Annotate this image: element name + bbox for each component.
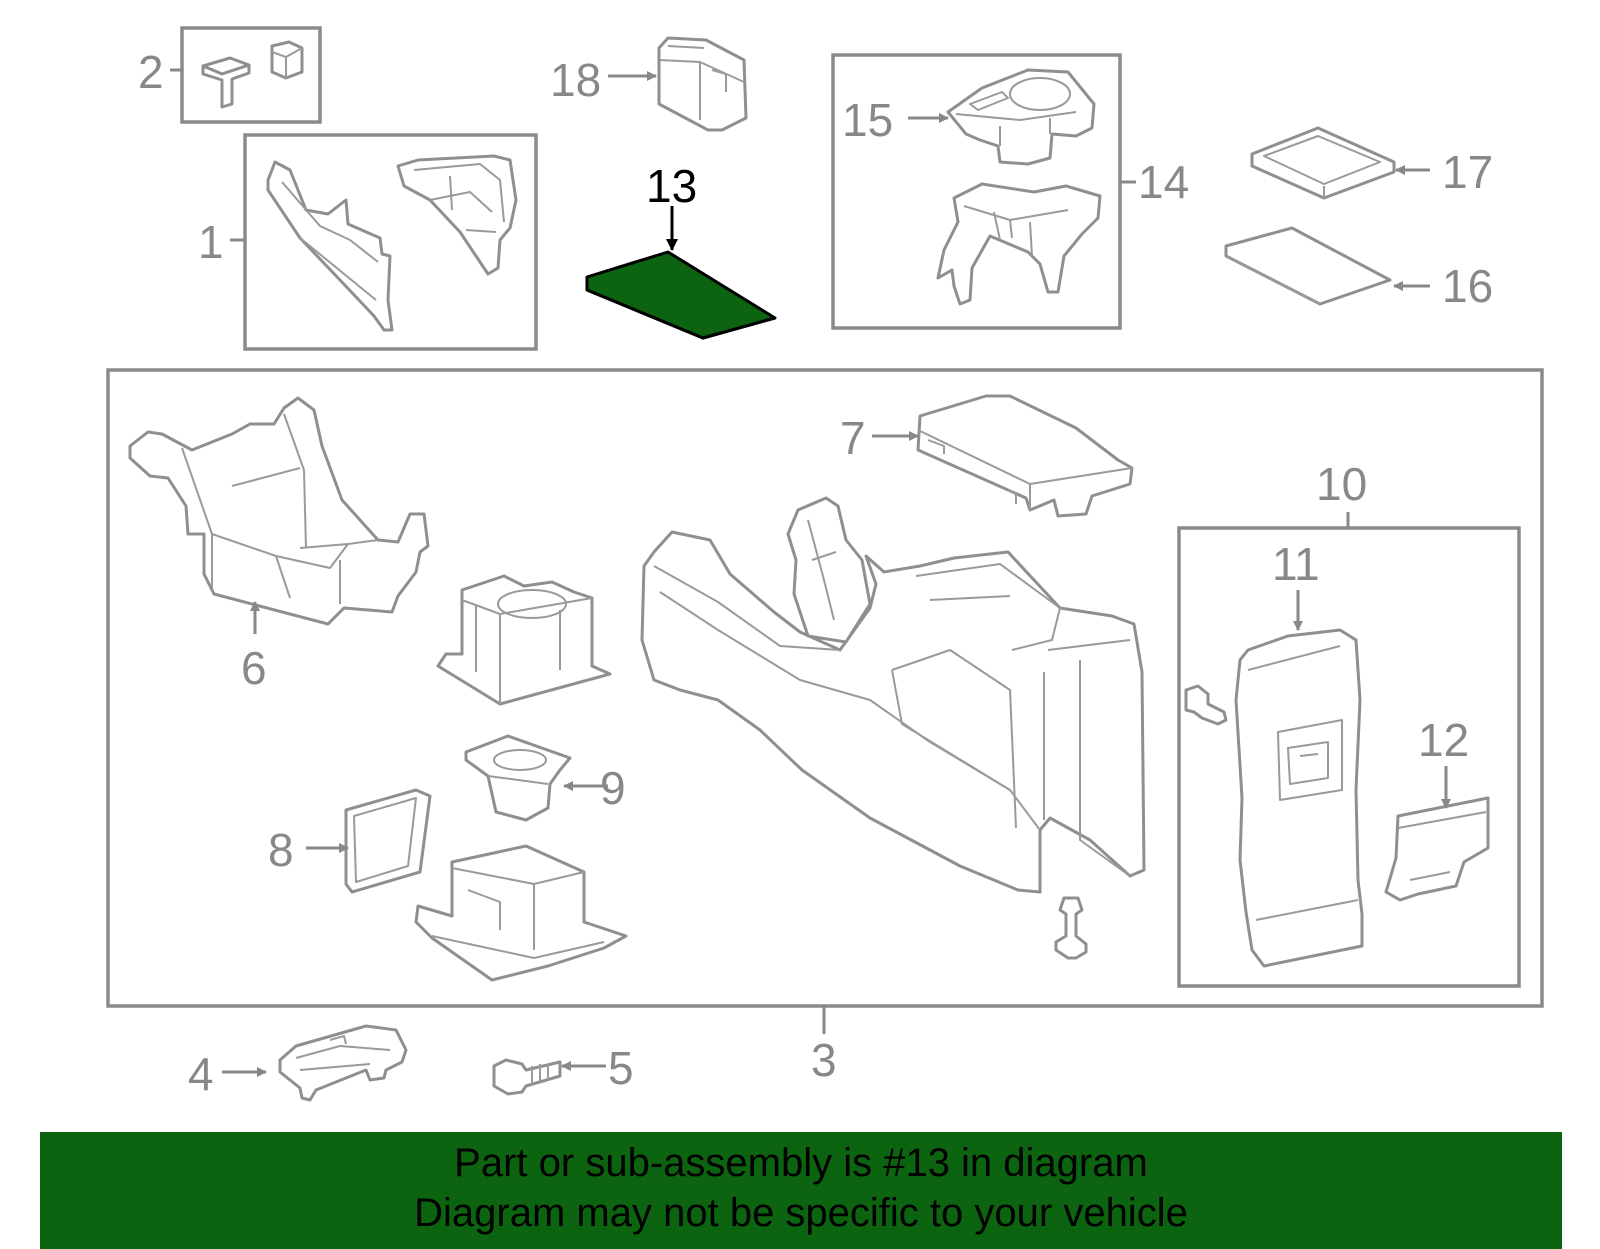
callout-11: 11	[1272, 538, 1320, 590]
banner-line-disclaimer: Diagram may not be specific to your vehi…	[414, 1191, 1188, 1235]
callout-5: 5	[608, 1042, 634, 1094]
storage-box	[414, 844, 628, 982]
part-1-side-panels	[266, 154, 518, 332]
part-15-shifter-bezel	[946, 68, 1096, 166]
callout-12: 12	[1418, 714, 1469, 766]
callout-16: 16	[1442, 260, 1493, 312]
callout-18: 18	[550, 54, 601, 106]
callout-1: 1	[198, 216, 224, 268]
callout-14: 14	[1138, 156, 1189, 208]
callout-10: 10	[1316, 458, 1367, 510]
info-banner: Part or sub-assembly is #13 in diagram D…	[40, 1132, 1562, 1249]
part-7-lid	[916, 394, 1134, 518]
part-17-tray	[1250, 126, 1396, 200]
callout-2: 2	[138, 46, 164, 98]
callout-7: 7	[840, 412, 866, 464]
callout-3: 3	[811, 1034, 837, 1086]
group-box-1	[243, 133, 538, 351]
callout-4: 4	[188, 1048, 214, 1100]
part-8-panel	[344, 788, 432, 894]
console-bolt	[1054, 896, 1088, 960]
part-5-bolt	[492, 1058, 562, 1096]
part-3-main-console	[640, 496, 1146, 894]
part-11-rear-panel	[1234, 628, 1364, 968]
callout-13: 13	[646, 160, 697, 212]
part-9-cup-holder	[464, 734, 572, 822]
callout-8: 8	[268, 824, 294, 876]
group-box-2	[180, 26, 322, 124]
part-12-switch	[1384, 796, 1490, 902]
part-2-clip	[201, 40, 304, 109]
callout-9: 9	[600, 762, 626, 814]
callout-6: 6	[241, 642, 267, 694]
part-4-bracket	[278, 1024, 408, 1102]
part-6-front-console	[128, 396, 430, 626]
screw-small	[1184, 684, 1228, 726]
part-18-switch	[657, 36, 748, 132]
callout-15: 15	[842, 94, 893, 146]
part-14-bezel-base	[936, 182, 1102, 306]
group-box-14	[831, 53, 1122, 330]
callout-17: 17	[1442, 146, 1493, 198]
part-13-mat	[585, 250, 777, 340]
cupholder-insert	[436, 574, 612, 706]
banner-line-part-number: Part or sub-assembly is #13 in diagram	[454, 1141, 1148, 1185]
part-16-pad	[1224, 226, 1392, 306]
